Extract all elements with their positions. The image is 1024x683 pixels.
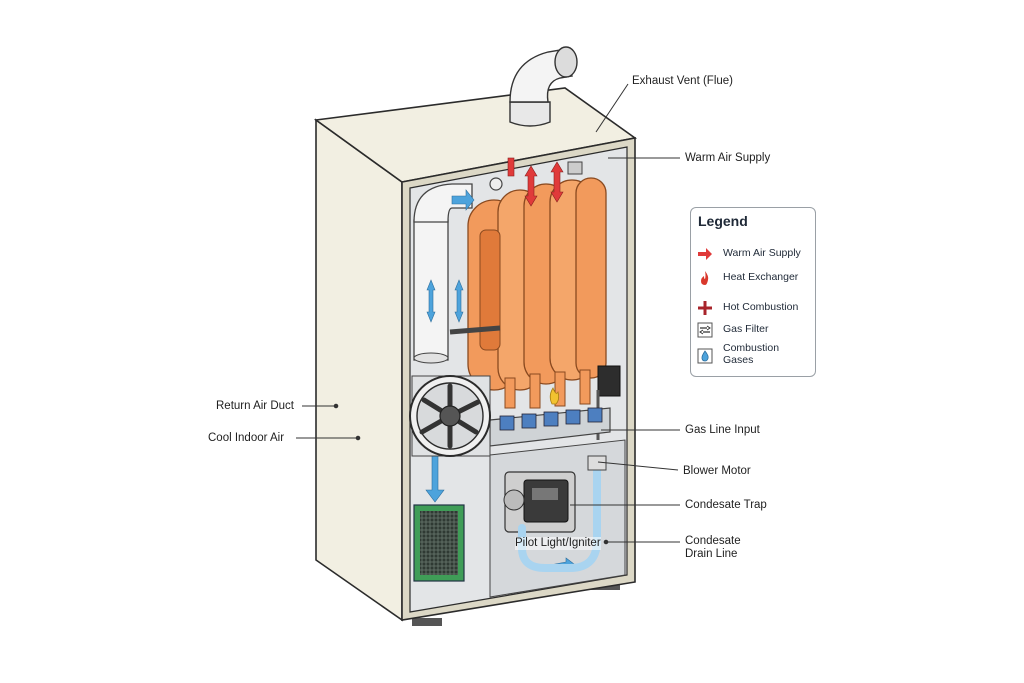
legend-item-gas-filter: Gas Filter bbox=[697, 322, 815, 338]
top-sensor bbox=[567, 161, 583, 175]
label-cool-indoor-air: Cool Indoor Air bbox=[208, 432, 285, 444]
support-rod bbox=[449, 325, 501, 335]
droplet-icon bbox=[697, 348, 713, 364]
warm-air-arrows bbox=[507, 157, 564, 207]
condensate-trap bbox=[503, 471, 576, 533]
label-condensate-trap: Condesate Trap bbox=[685, 499, 767, 511]
label-return-air-duct: Return Air Duct bbox=[216, 400, 294, 412]
condensate-drain-line bbox=[518, 464, 601, 572]
filter-icon bbox=[697, 322, 713, 338]
label-exhaust-vent: Exhaust Vent (Flue) bbox=[632, 75, 733, 87]
legend-item-warm-air: Warm Air Supply bbox=[697, 246, 815, 262]
cabinet-side-panel bbox=[315, 118, 403, 622]
heat-exchanger bbox=[467, 177, 607, 409]
burner-manifold bbox=[489, 387, 611, 447]
exhaust-vent bbox=[509, 46, 578, 127]
leader-lines bbox=[296, 83, 680, 545]
flame-icon bbox=[701, 271, 709, 285]
legend-label: Heat Exchanger bbox=[723, 271, 799, 283]
cool-air-arrows bbox=[425, 189, 575, 571]
legend-item-heat-exchanger: Heat Exchanger bbox=[697, 270, 815, 286]
label-pilot-light: Pilot Light/Igniter bbox=[515, 537, 601, 550]
gas-valve-box bbox=[597, 365, 621, 397]
legend-item-hot-combustion: Hot Combustion bbox=[697, 300, 815, 316]
blower-fan bbox=[409, 375, 491, 457]
red-cross-icon bbox=[698, 301, 712, 315]
label-warm-air-supply: Warm Air Supply bbox=[685, 152, 771, 164]
red-arrow-icon bbox=[698, 248, 712, 260]
label-condensate-drain-line: Condesate Drain Line bbox=[685, 535, 741, 560]
legend-title: Legend bbox=[698, 213, 748, 229]
label-gas-line-input: Gas Line Input bbox=[685, 424, 760, 436]
top-valve bbox=[489, 177, 503, 191]
label-blower-motor: Blower Motor bbox=[683, 465, 751, 477]
gas-filter bbox=[413, 504, 465, 582]
return-air-duct bbox=[413, 183, 473, 364]
legend-label: Warm Air Supply bbox=[723, 247, 801, 259]
legend-label: Combustion Gases bbox=[723, 342, 780, 366]
legend-item-combustion-gases: Combustion Gases bbox=[697, 342, 815, 366]
legend-label: Gas Filter bbox=[723, 323, 769, 335]
legend-box: Legend Warm Air Supply Heat Exchanger Ho… bbox=[690, 207, 816, 377]
cabinet-foot-left bbox=[412, 618, 442, 626]
legend-label: Hot Combustion bbox=[723, 301, 799, 313]
